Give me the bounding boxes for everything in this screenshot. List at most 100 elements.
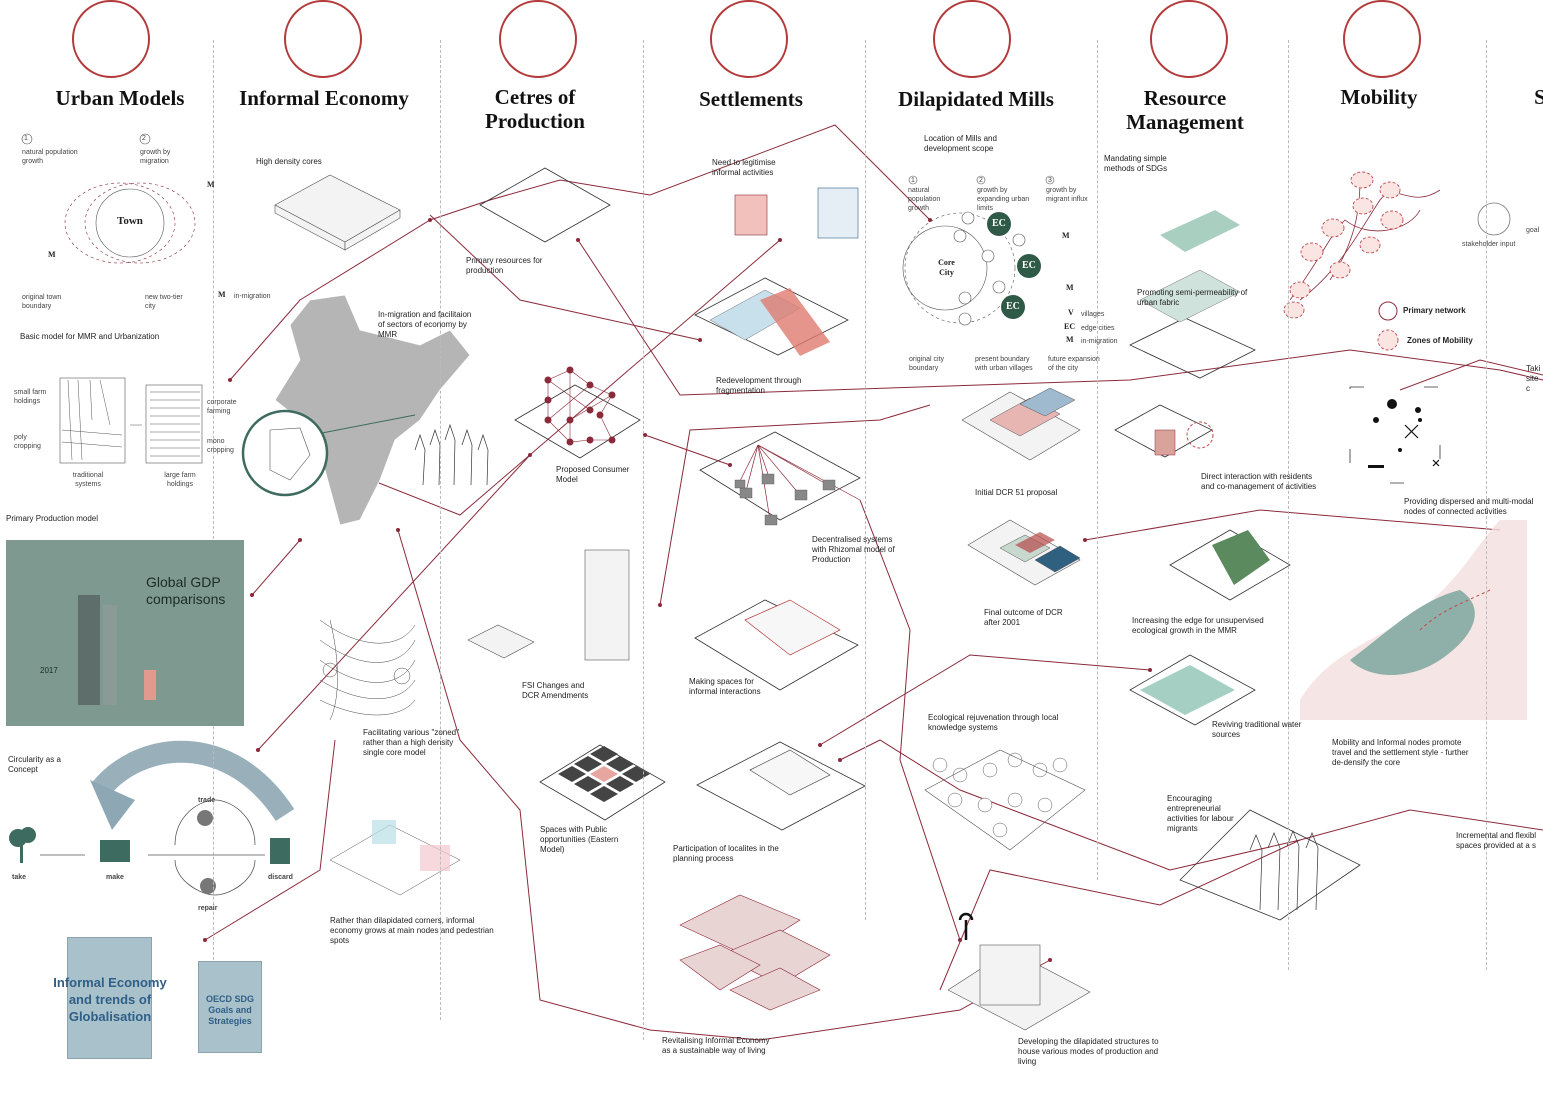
column-title-resources: Resource Management [1126, 86, 1244, 134]
legend-ec: EC [1064, 322, 1076, 331]
label-providing: Providing dispersed and multi-modal node… [1404, 497, 1534, 516]
label-future-expansion: future expansion of the city [1048, 356, 1100, 372]
num-1: 1 [24, 135, 28, 142]
label-poly: poly cropping [14, 434, 41, 450]
label-final-dcr: Final outcome of DCR after 2001 [984, 608, 1063, 627]
divider [865, 40, 866, 920]
legend-zones-of-mobility: Zones of Mobility [1407, 336, 1473, 345]
label-large-farm: large farm holdings [164, 472, 196, 488]
gdp-bar [144, 670, 156, 700]
label-zoned: Facilitating various "zoned" rather than… [363, 728, 459, 757]
label-participation: Participation of localites in the planni… [673, 844, 779, 863]
column-title-partial: S [1534, 85, 1543, 109]
label-incremental: Incremental and flexibl spaces provided … [1456, 831, 1537, 850]
label-direct: Direct interaction with residents and co… [1201, 472, 1317, 491]
label-original-boundary: original town boundary [22, 294, 62, 310]
gdp-panel: Global GDP comparisons 2017 [6, 540, 244, 726]
label-traditional: traditional systems [72, 472, 104, 488]
label-in-migration-mmr: In-migration and facilitaion of sectors … [378, 310, 472, 339]
mobility-icon [1343, 0, 1421, 78]
label-eco-rejuvenation: Ecological rejuvenation through local kn… [928, 713, 1059, 732]
column-title-production: Cetres of Production [485, 85, 585, 133]
label-reviving: Reviving traditional water sources [1212, 720, 1302, 739]
label-m: M [48, 250, 56, 259]
label-stakeholder: stakeholder input [1462, 241, 1516, 248]
label-repair: repair [198, 905, 218, 912]
label-take: take [12, 874, 27, 881]
label-in-migration: in-migration [234, 293, 271, 300]
ec-node: EC [1022, 260, 1036, 271]
label-taki: Taki site c [1526, 364, 1541, 393]
label-legitimise: Need to legitimise informal activities [712, 158, 776, 177]
legend-villages: villages [1081, 311, 1105, 318]
column-title-mills: Dilapidated Mills [898, 87, 1054, 111]
divider [1097, 40, 1098, 880]
label-mills-location: Location of Mills and development scope [924, 134, 997, 153]
legend-primary-network: Primary network [1403, 306, 1466, 315]
label-mills-natural: natural population growth [908, 187, 941, 212]
informal-economy-icon [284, 0, 362, 78]
ec-node: EC [992, 218, 1006, 229]
label-high-density: High density cores [256, 157, 322, 166]
label-decentralised: Decentralised systems with Rhizomal mode… [812, 535, 895, 564]
label-fsi: FSI Changes and DCR Amendments [522, 681, 589, 700]
label-mono: mono cropping [207, 438, 234, 454]
label-edge-growth: Increasing the edge for unsupervised eco… [1132, 616, 1264, 635]
resource-icon [1150, 0, 1228, 78]
label-mobility-nodes: Mobility and Informal nodes promote trav… [1332, 738, 1469, 767]
label-make: make [106, 874, 124, 881]
legend-in-migration: in-migration [1081, 338, 1118, 345]
gdp-bar [78, 595, 100, 705]
divider [213, 40, 214, 1020]
label-small-farm: small farm holdings [14, 389, 47, 405]
divider [1486, 40, 1487, 970]
label-consumer-model: Proposed Consumer Model [556, 465, 630, 484]
mills-icon [933, 0, 1011, 78]
divider [440, 40, 441, 1020]
gdp-year: 2017 [40, 666, 58, 675]
label-orig-boundary: original city boundary [909, 356, 945, 372]
label-natural-growth: natural population growth [22, 149, 78, 165]
legend-m: M [1066, 335, 1074, 344]
label-developing: Developing the dilapidated structures to… [1018, 1037, 1159, 1066]
label-encouraging: Encouraging entrepreneurial activities f… [1167, 794, 1234, 833]
num-2: 2 [979, 177, 983, 184]
label-corporate: corporate farming [207, 399, 237, 415]
column-title-urban-models: Urban Models [55, 86, 185, 110]
label-m: M [218, 290, 226, 299]
card-oecd[interactable]: OECD SDG Goals and Strategies [198, 961, 262, 1053]
label-discard: discard [268, 874, 293, 881]
gdp-title: Global GDP comparisons [146, 574, 226, 607]
label-trade: trade [198, 797, 216, 804]
label-basic-model: Basic model for MMR and Urbanization [20, 332, 160, 341]
card-informal-globalisation[interactable]: Informal Economy and trends of Globalisa… [53, 937, 167, 1059]
label-promoting: Promoting semi-permeability of urban fab… [1137, 288, 1248, 307]
label-primary-production: Primary Production model [6, 514, 99, 523]
label-m: M [1066, 283, 1074, 292]
label-town: Town [117, 215, 143, 227]
label-goal: goal [1526, 227, 1540, 234]
ec-node: EC [1006, 301, 1020, 312]
label-mills-influx: growth by migrant influx [1046, 187, 1088, 203]
legend-edge: edge cities [1081, 325, 1115, 332]
label-corners: Rather than dilapidated corners, informa… [330, 916, 494, 945]
gdp-bar [103, 605, 117, 705]
label-mills-expanding: growth by expanding urban limits [977, 187, 1030, 212]
label-m: M [1062, 231, 1070, 240]
card-informal-globalisation-text: Informal Economy and trends of Globalisa… [53, 975, 167, 1024]
legend-v: V [1068, 308, 1074, 317]
label-circularity: Circularity as a Concept [8, 755, 61, 774]
num-1: 1 [911, 177, 915, 184]
column-title-settlements: Settlements [699, 87, 803, 111]
label-mandating: Mandating simple methods of SDGs [1104, 154, 1168, 173]
label-primary-resources: Primary resources for production [466, 256, 543, 275]
label-redevelopment: Redevelopment through fragmentation [716, 376, 802, 395]
label-new-city: new two-tier city [145, 294, 183, 310]
divider [643, 40, 644, 1040]
column-title-mobility: Mobility [1340, 85, 1418, 109]
production-icon [499, 0, 577, 78]
urban-models-icon [72, 0, 150, 78]
num-3: 3 [1048, 177, 1052, 184]
card-oecd-text: OECD SDG Goals and Strategies [205, 994, 254, 1026]
